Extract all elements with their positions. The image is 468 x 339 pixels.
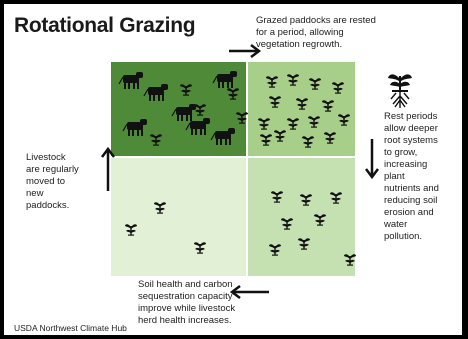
- cow-icon: [122, 119, 147, 136]
- note-top-line: Grazed paddocks are rested: [256, 15, 376, 26]
- paddock-divider-vertical: [246, 62, 248, 276]
- page-title: Rotational Grazing: [14, 14, 196, 37]
- note-right-line: plant: [384, 171, 405, 182]
- plant-sprout-icon: [227, 88, 239, 100]
- plant-sprout-icon: [314, 214, 326, 226]
- note-right-line: nutrients and: [384, 183, 439, 194]
- cow-icon: [212, 71, 237, 88]
- plant-sprout-icon: [258, 118, 270, 130]
- plant-sprout-icon: [296, 98, 308, 110]
- note-right-line: pollution.: [384, 231, 423, 242]
- note-left: Livestock are regularly moved to new pad…: [26, 152, 96, 212]
- note-right-line: root systems: [384, 135, 438, 146]
- plant-sprout-icon: [330, 192, 342, 204]
- note-left-line: new: [26, 188, 44, 199]
- note-left-line: moved to: [26, 176, 66, 187]
- note-left-line: Livestock: [26, 152, 66, 163]
- plant-sprout-icon: [274, 130, 286, 142]
- cow-icon: [143, 84, 168, 101]
- plant-sprout-icon: [332, 82, 344, 94]
- plant-sprout-icon: [324, 132, 336, 144]
- plant-sprout-icon: [302, 136, 314, 148]
- note-bottom-line: sequestration capacity: [138, 291, 233, 302]
- note-top-line: vegetation regrowth.: [256, 39, 343, 50]
- note-right-line: water: [384, 219, 408, 230]
- arrow-down-icon: [365, 139, 379, 180]
- note-right-line: increasing: [384, 159, 428, 170]
- slide: Rotational Grazing Grazed paddocks are r…: [4, 4, 462, 335]
- plant-sprout-icon: [269, 244, 281, 256]
- cow-icon: [185, 118, 210, 135]
- note-left-line: are regularly: [26, 164, 79, 175]
- plant-sprout-icon: [281, 218, 293, 230]
- note-right-line: reducing soil: [384, 195, 438, 206]
- plant-sprout-icon: [271, 191, 283, 203]
- note-top: Grazed paddocks are rested for a period,…: [256, 15, 406, 51]
- plant-sprout-icon: [269, 96, 281, 108]
- note-right-line: to grow,: [384, 147, 418, 158]
- plant-sprout-icon: [308, 116, 320, 128]
- plant-sprout-icon: [287, 118, 299, 130]
- cow-icon: [118, 72, 143, 89]
- plant-sprout-icon: [338, 114, 350, 126]
- paddock-divider-horizontal: [111, 156, 355, 158]
- plant-sprout-icon: [194, 242, 206, 254]
- plant-sprout-icon: [300, 194, 312, 206]
- plant-sprout-icon: [236, 112, 248, 124]
- arrow-right-icon: [229, 44, 262, 58]
- note-bottom-line: herd health increases.: [138, 315, 232, 326]
- note-right-line: allow deeper: [384, 123, 438, 134]
- plant-sprout-icon: [125, 224, 137, 236]
- plant-roots-icon: [388, 74, 412, 108]
- note-right: Rest periods allow deeper root systems t…: [384, 111, 460, 243]
- note-bottom-line: improve while livestock: [138, 303, 236, 314]
- plant-sprout-icon: [194, 104, 206, 116]
- plant-sprout-icon: [298, 238, 310, 250]
- note-bottom-line: Soil health and carbon: [138, 279, 233, 290]
- plant-sprout-icon: [154, 202, 166, 214]
- paddock-bottom-right: [247, 157, 355, 276]
- plant-sprout-icon: [322, 100, 334, 112]
- arrow-left-icon: [229, 285, 269, 299]
- note-right-line: Rest periods: [384, 111, 438, 122]
- cow-icon: [210, 128, 235, 145]
- plant-sprout-icon: [260, 134, 272, 146]
- plant-sprout-icon: [150, 134, 162, 146]
- paddock-bottom-left: [111, 157, 247, 276]
- note-left-line: paddocks.: [26, 200, 70, 211]
- note-top-line: for a period, allowing: [256, 27, 344, 38]
- source-credit: USDA Northwest Climate Hub: [14, 323, 127, 333]
- plant-sprout-icon: [180, 84, 192, 96]
- plant-sprout-icon: [266, 76, 278, 88]
- plant-sprout-icon: [309, 78, 321, 90]
- arrow-up-icon: [101, 146, 115, 191]
- plant-sprout-icon: [344, 254, 356, 266]
- plant-sprout-icon: [287, 74, 299, 86]
- note-bottom: Soil health and carbon sequestration cap…: [138, 279, 258, 327]
- note-right-line: erosion and: [384, 207, 434, 218]
